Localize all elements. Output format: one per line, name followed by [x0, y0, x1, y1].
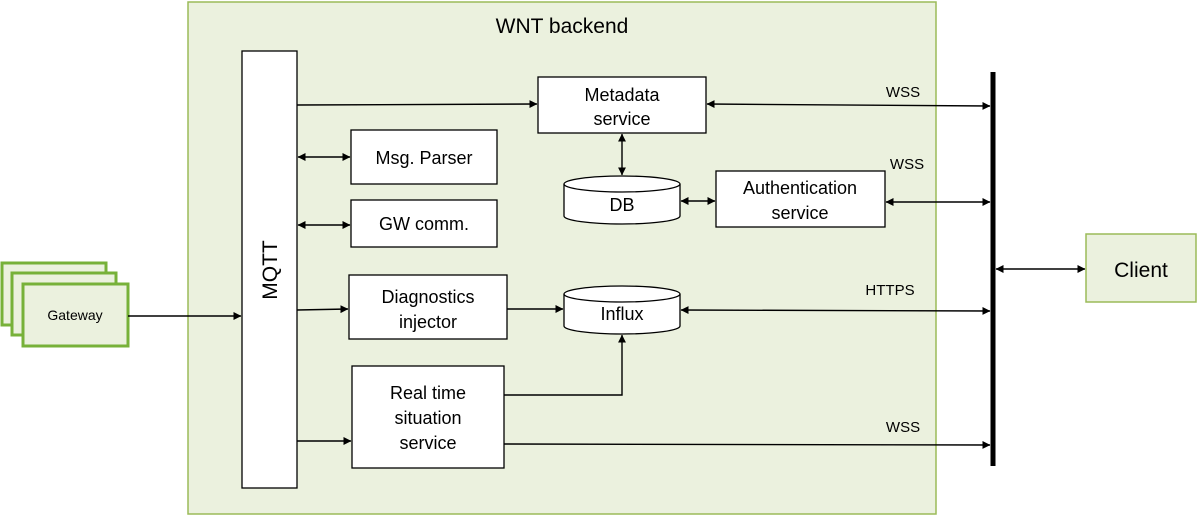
client-box	[1085, 233, 1197, 303]
gateway-stack: Gateway	[0, 261, 130, 348]
link-label-wss-metadata: WSS	[886, 84, 920, 101]
diagnostics-injector: Diagnostics injector	[348, 274, 508, 340]
gateway-box	[21, 282, 130, 348]
message-parser: Msg. Parser	[350, 129, 498, 185]
influx-label: Influx	[600, 304, 643, 324]
arrow-realtime-bus	[503, 440, 991, 449]
gateway-communication: GW comm.	[350, 199, 498, 248]
authentication-service: Authentication service	[715, 170, 886, 228]
arrow-mqtt-diagnostics	[296, 305, 349, 314]
parser-label: Msg. Parser	[375, 148, 472, 168]
connectors	[128, 100, 1086, 449]
link-labels: WSS WSS HTTPS WSS	[865, 84, 924, 436]
gwcomm-label: GW comm.	[379, 214, 469, 234]
link-label-wss-realtime: WSS	[886, 419, 920, 436]
arrow-realtime-influx	[504, 334, 626, 396]
db-body	[563, 184, 681, 225]
db-cylinder: DB	[563, 175, 681, 225]
db-label: DB	[609, 195, 634, 215]
metadata-service: Metadata service	[537, 76, 707, 134]
realtime-label-line2: situation	[394, 408, 461, 428]
backend-title: WNT backend	[496, 15, 629, 38]
arrow-mqtt-metadata	[296, 100, 538, 109]
mqtt-broker: MQTT	[241, 50, 298, 489]
realtime-box	[351, 365, 505, 469]
arrow-metadata-bus	[706, 100, 991, 110]
auth-label-line1: Authentication	[743, 178, 857, 198]
auth-label-line2: service	[771, 203, 828, 223]
arrow-influx-bus	[680, 306, 991, 315]
parser-box	[350, 129, 498, 185]
diag-label-line2: injector	[399, 312, 457, 332]
metadata-label-line1: Metadata	[584, 85, 660, 105]
metadata-box	[537, 76, 707, 134]
client-label: Client	[1114, 259, 1168, 282]
mqtt-label: MQTT	[259, 240, 282, 300]
metadata-label-line2: service	[593, 109, 650, 129]
influx-body	[563, 294, 681, 335]
mqtt-box	[241, 50, 298, 489]
link-label-wss-auth: WSS	[890, 156, 924, 173]
db-top	[563, 175, 681, 193]
link-label-https-influx: HTTPS	[865, 282, 914, 299]
gwcomm-box	[350, 199, 498, 248]
influx-top	[563, 285, 681, 303]
realtime-label-line3: service	[399, 433, 456, 453]
diag-box	[348, 274, 508, 340]
realtime-label-line1: Real time	[390, 383, 466, 403]
diag-label-line1: Diagnostics	[381, 287, 474, 307]
client-node: Client	[1085, 233, 1197, 303]
auth-box	[715, 170, 886, 228]
realtime-situation-service: Real time situation service	[351, 365, 505, 469]
influx-cylinder: Influx	[563, 285, 681, 335]
gateway-label: Gateway	[47, 307, 102, 323]
